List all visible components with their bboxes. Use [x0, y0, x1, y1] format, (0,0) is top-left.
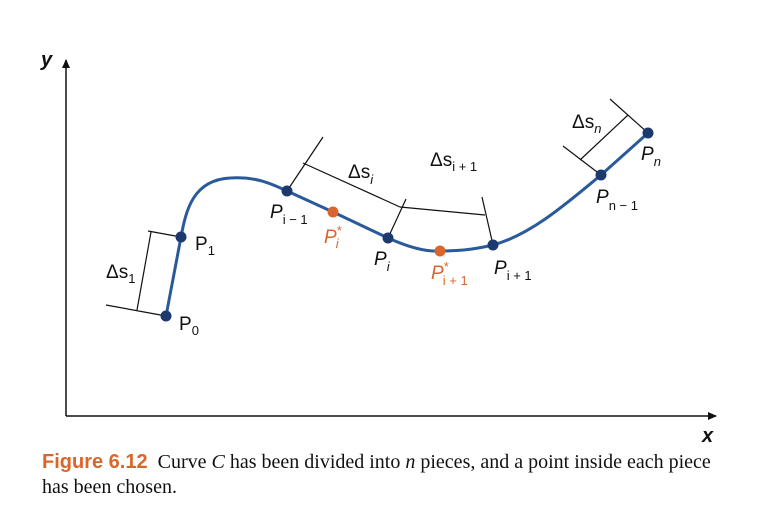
point-p1	[175, 231, 187, 243]
point-pi	[382, 232, 394, 244]
figure-caption: Figure 6.12 Curve C has been divided into…	[42, 450, 732, 500]
caption-curve-symbol: C	[211, 451, 225, 473]
label-pip1star: P*i + 1	[431, 259, 468, 288]
caption-n-symbol: n	[405, 451, 416, 473]
delta-sn-bracket	[562, 98, 649, 176]
label-dsn: Δsn	[572, 112, 601, 136]
label-pistar: P*i	[324, 223, 342, 251]
point-pistar	[327, 206, 339, 218]
delta-si-bracket	[286, 136, 494, 246]
label-dsi: Δsi	[348, 162, 374, 187]
label-ds1: Δs1	[106, 262, 135, 286]
point-pn	[642, 127, 654, 139]
label-pn: Pn	[641, 144, 661, 169]
caption-text-3: pieces, and a point inside each piece ha…	[42, 451, 711, 498]
point-pim1	[281, 185, 293, 197]
point-pip1star	[434, 245, 446, 257]
curve-diagram: y x P0 P1 Pi − 1 P*i Pi	[40, 49, 717, 447]
caption-text-2: has been divided into	[224, 451, 406, 473]
figure-number: Figure 6.12	[42, 451, 148, 473]
label-pip1: Pi + 1	[494, 258, 532, 283]
curve-c	[164, 131, 649, 317]
y-axis-label: y	[40, 49, 53, 71]
label-p1: P1	[195, 234, 215, 258]
label-dsi1: Δsi + 1	[430, 150, 477, 174]
point-p0	[160, 310, 172, 322]
label-pnm1: Pn − 1	[596, 187, 638, 213]
x-axis-label: x	[701, 425, 714, 447]
label-pi: Pi	[374, 249, 391, 274]
delta-s1-bracket	[105, 230, 182, 317]
point-pip1	[487, 239, 499, 251]
point-pnm1	[595, 169, 607, 181]
caption-text-1: Curve	[157, 451, 212, 473]
label-p0: P0	[179, 314, 199, 338]
label-pim1: Pi − 1	[270, 202, 308, 227]
